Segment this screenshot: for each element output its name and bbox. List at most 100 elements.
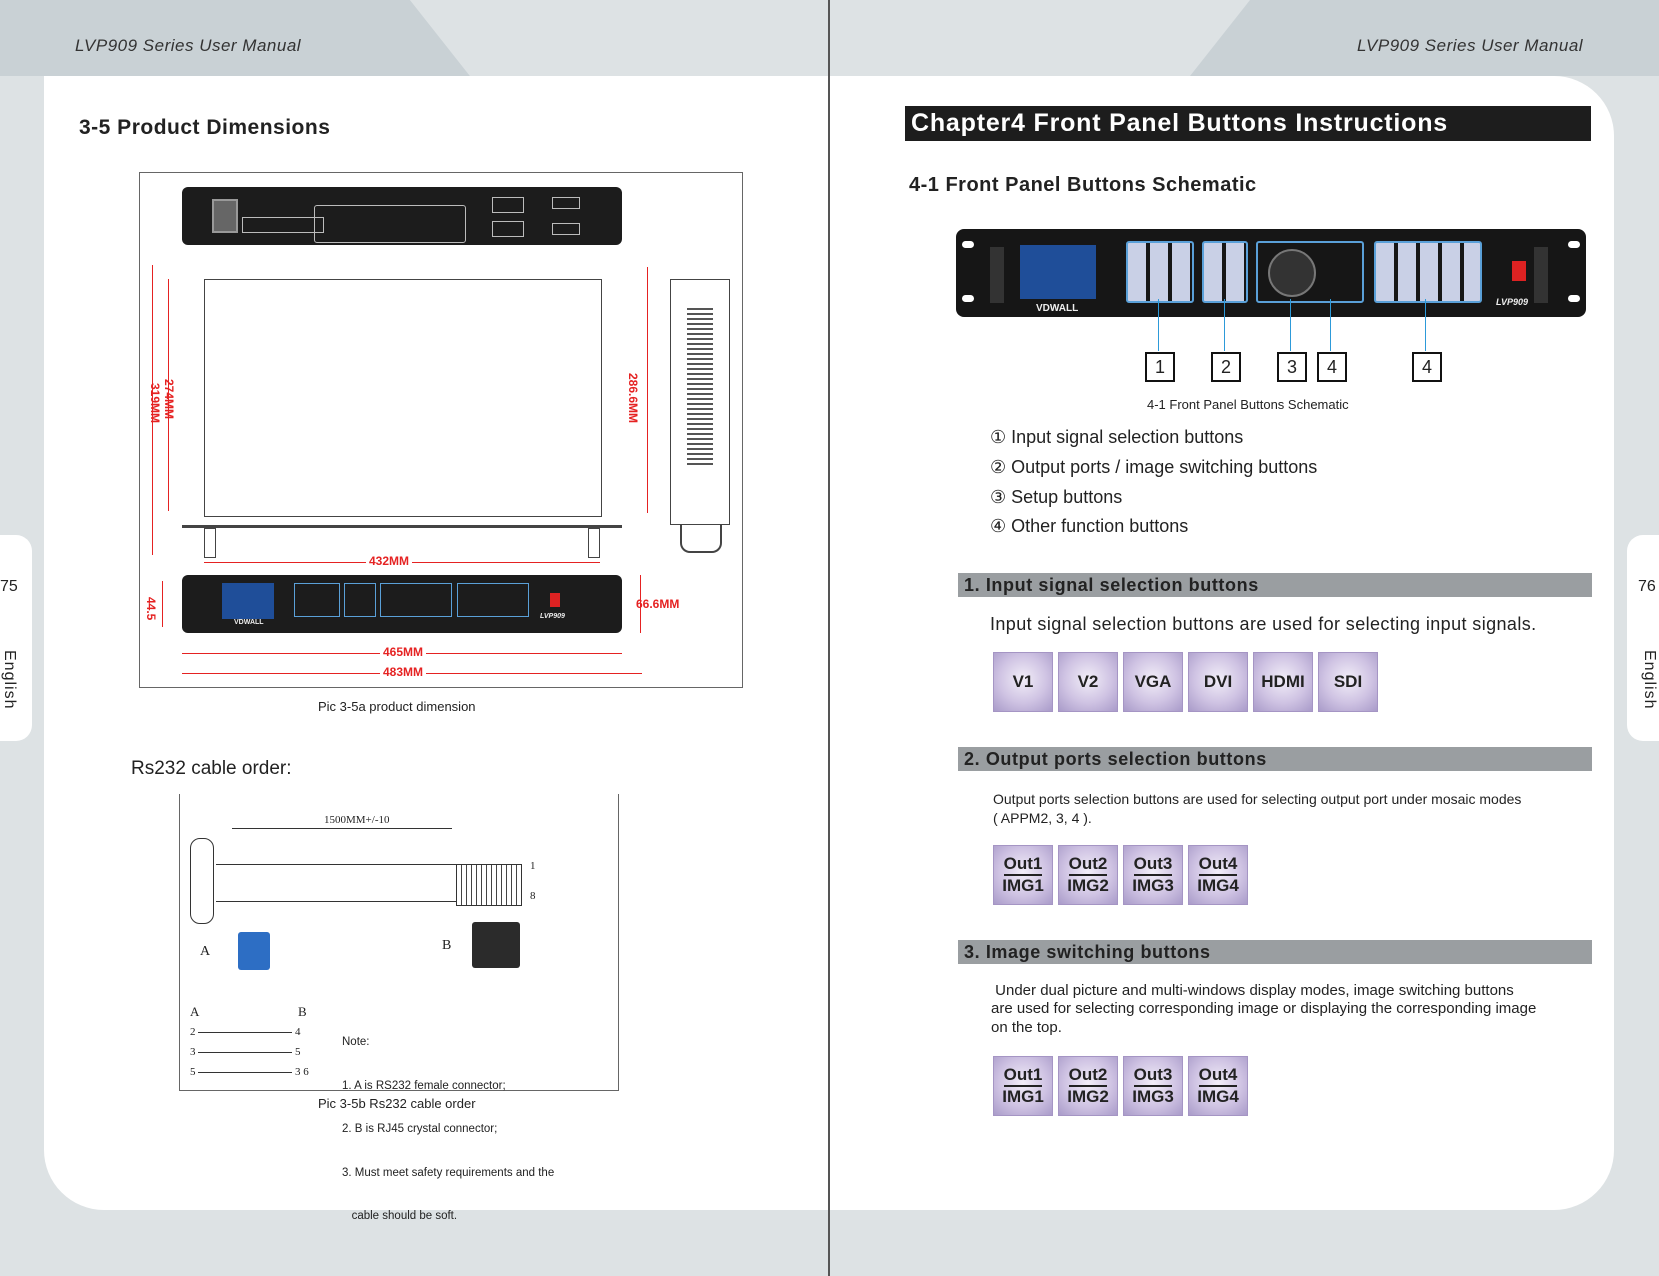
- front-lcd: [1020, 245, 1096, 299]
- subsection-title: 4-1 Front Panel Buttons Schematic: [909, 174, 1257, 196]
- mount-hole: [1568, 295, 1580, 302]
- pair-line: [198, 1071, 293, 1073]
- left-page: LVP909 Series User Manual 75 English 3-5…: [0, 0, 828, 1276]
- top-view-base: [182, 525, 622, 528]
- function-button-group: [1374, 241, 1482, 303]
- btn-bottom: IMG1: [1002, 876, 1044, 895]
- rs232-heading: Rs232 cable order:: [131, 758, 292, 779]
- btn-bottom: IMG4: [1197, 876, 1239, 895]
- front-view-device: VDWALL LVP909: [182, 575, 622, 633]
- section-bar-output: 2. Output ports selection buttons: [958, 747, 1592, 771]
- section-text-image-line2: are used for selecting corresponding ima…: [991, 1000, 1537, 1017]
- pin-1-label: 1: [530, 860, 536, 872]
- btn-top: Out3: [1133, 1065, 1173, 1087]
- sdi-button: SDI: [1318, 652, 1378, 712]
- section-title: 3-5 Product Dimensions: [79, 116, 331, 139]
- vga-button: VGA: [1123, 652, 1183, 712]
- dim-286: 286.6MM: [626, 373, 640, 424]
- panel-brand: VDWALL: [1036, 303, 1079, 314]
- pair-line: [198, 1051, 293, 1053]
- side-handle: [680, 525, 722, 553]
- connector-b-label: B: [442, 938, 452, 953]
- page-tab: [0, 535, 32, 741]
- pair-row: 5 3 6: [190, 1066, 320, 1078]
- note-block: Note: 1. A is RS232 female connector; 2.…: [342, 1006, 554, 1253]
- dim-432: 432MM: [366, 554, 413, 568]
- input-button-group: [1126, 241, 1194, 303]
- btn-bottom: IMG1: [1002, 1087, 1044, 1106]
- note-line: 2. B is RJ45 crystal connector;: [342, 1123, 498, 1135]
- callout-number: 1: [1145, 352, 1175, 382]
- rear-view-device: [182, 187, 622, 245]
- pair-a: 2: [190, 1026, 196, 1038]
- handle-right: [1534, 247, 1548, 303]
- note-line: 3. Must meet safety requirements and the: [342, 1166, 555, 1179]
- vent-slots: [687, 308, 713, 468]
- top-view-body: [204, 279, 602, 517]
- pair-b: 4: [295, 1026, 301, 1038]
- pair-line: [198, 1031, 293, 1033]
- callout-line: [1158, 299, 1159, 351]
- section-bar-input: 1. Input signal selection buttons: [958, 573, 1592, 597]
- pair-a: 3: [190, 1046, 196, 1058]
- btn-top: Out1: [1003, 1065, 1043, 1087]
- pair-row: 3 5: [190, 1046, 310, 1058]
- btn-bottom: IMG2: [1067, 1087, 1109, 1106]
- hdmi-button: HDMI: [1253, 652, 1313, 712]
- v2-button: V2: [1058, 652, 1118, 712]
- section-bar-image-switching: 3. Image switching buttons: [958, 940, 1592, 964]
- legend-item: ④ Other function buttons: [990, 516, 1189, 536]
- dvi-ports: [552, 197, 580, 209]
- mount-hole: [962, 241, 974, 248]
- chapter-title: Chapter4 Front Panel Buttons Instruction…: [905, 106, 1591, 141]
- page-divider: [828, 0, 830, 1276]
- btn-bottom: IMG3: [1132, 876, 1174, 895]
- callout-line: [1330, 299, 1331, 351]
- lan-ports: [492, 197, 524, 213]
- pair-row: 2 4: [190, 1026, 310, 1038]
- section-text-image-line3: on the top.: [991, 1019, 1062, 1036]
- dim-line-274: [168, 279, 169, 511]
- db9-connector: [190, 838, 214, 924]
- language-tab: English: [1, 650, 18, 710]
- callout-line: [1224, 299, 1225, 351]
- btn-top: Out1: [1003, 854, 1043, 876]
- connector-a-image: [238, 932, 270, 970]
- section-text-output-line1: Output ports selection buttons are used …: [993, 791, 1522, 807]
- dim-319: 319MM: [148, 383, 162, 424]
- mount-hole: [962, 295, 974, 302]
- note-line: cable should be soft.: [342, 1210, 458, 1222]
- power-switch: [1512, 261, 1526, 281]
- header-title: LVP909 Series User Manual: [1357, 36, 1584, 55]
- dim-line-286: [647, 267, 648, 513]
- callout-line: [1425, 299, 1426, 351]
- dim-line-319: [152, 265, 153, 555]
- section-text-image-line1: Under dual picture and multi-windows dis…: [991, 982, 1514, 999]
- legend-item: ① Input signal selection buttons: [990, 427, 1244, 447]
- panel-model: LVP909: [1496, 297, 1529, 307]
- connector-b-image: [472, 922, 520, 968]
- figure-b-caption: Pic 3-5b Rs232 cable order: [318, 1096, 476, 1111]
- header-title: LVP909 Series User Manual: [75, 36, 302, 55]
- figure-a-caption: Pic 3-5a product dimension: [318, 699, 476, 714]
- io-panel: [314, 205, 466, 243]
- mount-hole: [1568, 241, 1580, 248]
- callout-number: 3: [1277, 352, 1307, 382]
- btn-top: Out4: [1198, 1065, 1238, 1087]
- pin-8-label: 8: [530, 890, 536, 902]
- pair-b: 5: [295, 1046, 301, 1058]
- btn-bottom: IMG4: [1197, 1087, 1239, 1106]
- btn-bottom: IMG2: [1067, 876, 1109, 895]
- side-view: [670, 279, 730, 525]
- cable-wires: [216, 864, 456, 902]
- section-text-output-line2: ( APPM2, 3, 4 ).: [993, 810, 1092, 826]
- menu-knob-icon: [1268, 249, 1316, 297]
- note-line: 1. A is RS232 female connector;: [342, 1079, 506, 1092]
- front-model: LVP909: [540, 613, 565, 620]
- legend-item: ② Output ports / image switching buttons: [990, 457, 1318, 477]
- pair-a: 5: [190, 1066, 196, 1078]
- dvi-ports-2: [552, 223, 580, 235]
